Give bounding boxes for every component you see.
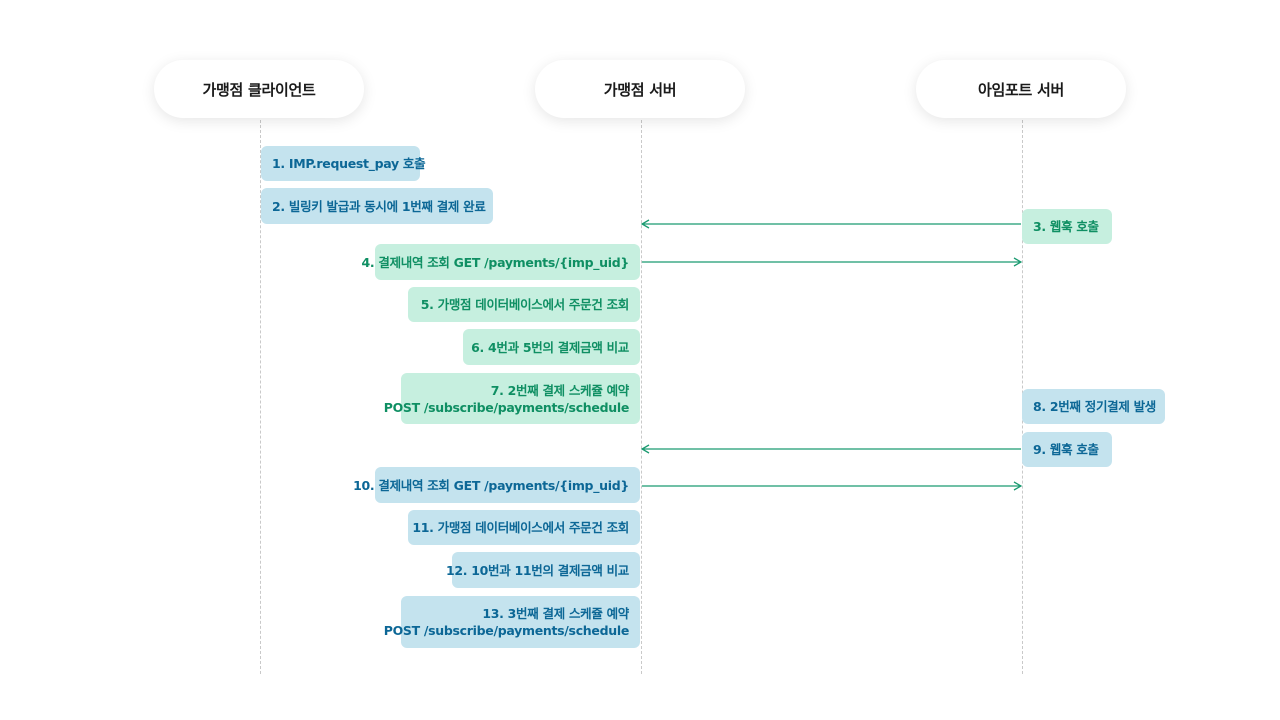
step-12: 12. 10번과 11번의 결제금액 비교 <box>446 552 640 588</box>
actor-server: 가맹점 서버 <box>535 60 745 118</box>
step-11-text: 11. 가맹점 데이터베이스에서 주문건 조회 <box>412 520 629 535</box>
step-5-text: 5. 가맹점 데이터베이스에서 주문건 조회 <box>420 297 630 312</box>
step-8-text: 8. 2번째 정기결제 발생 <box>1033 399 1156 414</box>
step-10: 10. 결제내역 조회 GET /payments/{imp_uid} <box>353 467 640 503</box>
step-1-text: 1. IMP.request_pay 호출 <box>272 156 426 171</box>
step-7: 7. 2번째 결제 스케쥴 예약 POST /subscribe/payment… <box>384 373 640 424</box>
step-9-text: 9. 웹훅 호출 <box>1033 442 1099 457</box>
actor-client: 가맹점 클라이언트 <box>154 60 364 118</box>
step-13-line2: POST /subscribe/payments/schedule <box>383 623 630 638</box>
step-4: 4. 결제내역 조회 GET /payments/{imp_uid} <box>361 244 640 280</box>
client-lifeline <box>260 120 261 674</box>
step-5: 5. 가맹점 데이터베이스에서 주문건 조회 <box>408 287 640 322</box>
step-11: 11. 가맹점 데이터베이스에서 주문건 조회 <box>408 510 640 545</box>
step-13: 13. 3번째 결제 스케쥴 예약 POST /subscribe/paymen… <box>384 596 640 648</box>
step-7-line2: POST /subscribe/payments/schedule <box>383 399 630 415</box>
step-8: 8. 2번째 정기결제 발생 <box>1022 389 1165 424</box>
step-13-line1: 13. 3번째 결제 스케쥴 예약 <box>482 606 629 621</box>
actor-iamport: 아임포트 서버 <box>916 60 1126 118</box>
step-9: 9. 웹훅 호출 <box>1022 432 1112 467</box>
step-10-text: 10. 결제내역 조회 GET /payments/{imp_uid} <box>353 477 629 493</box>
step-6-text: 6. 4번과 5번의 결제금액 비교 <box>471 339 629 355</box>
step-3: 3. 웹훅 호출 <box>1022 209 1112 244</box>
step-2: 2. 빌링키 발급과 동시에 1번째 결제 완료 <box>261 188 493 224</box>
step-4-text: 4. 결제내역 조회 GET /payments/{imp_uid} <box>361 254 629 270</box>
step-2-text: 2. 빌링키 발급과 동시에 1번째 결제 완료 <box>272 198 486 214</box>
server-lifeline <box>641 120 642 674</box>
step-6: 6. 4번과 5번의 결제금액 비교 <box>463 329 640 365</box>
step-3-text: 3. 웹훅 호출 <box>1033 219 1099 234</box>
step-7-line1: 7. 2번째 결제 스케쥴 예약 <box>490 382 630 398</box>
step-1: 1. IMP.request_pay 호출 <box>261 146 426 181</box>
step-12-text: 12. 10번과 11번의 결제금액 비교 <box>445 562 629 578</box>
